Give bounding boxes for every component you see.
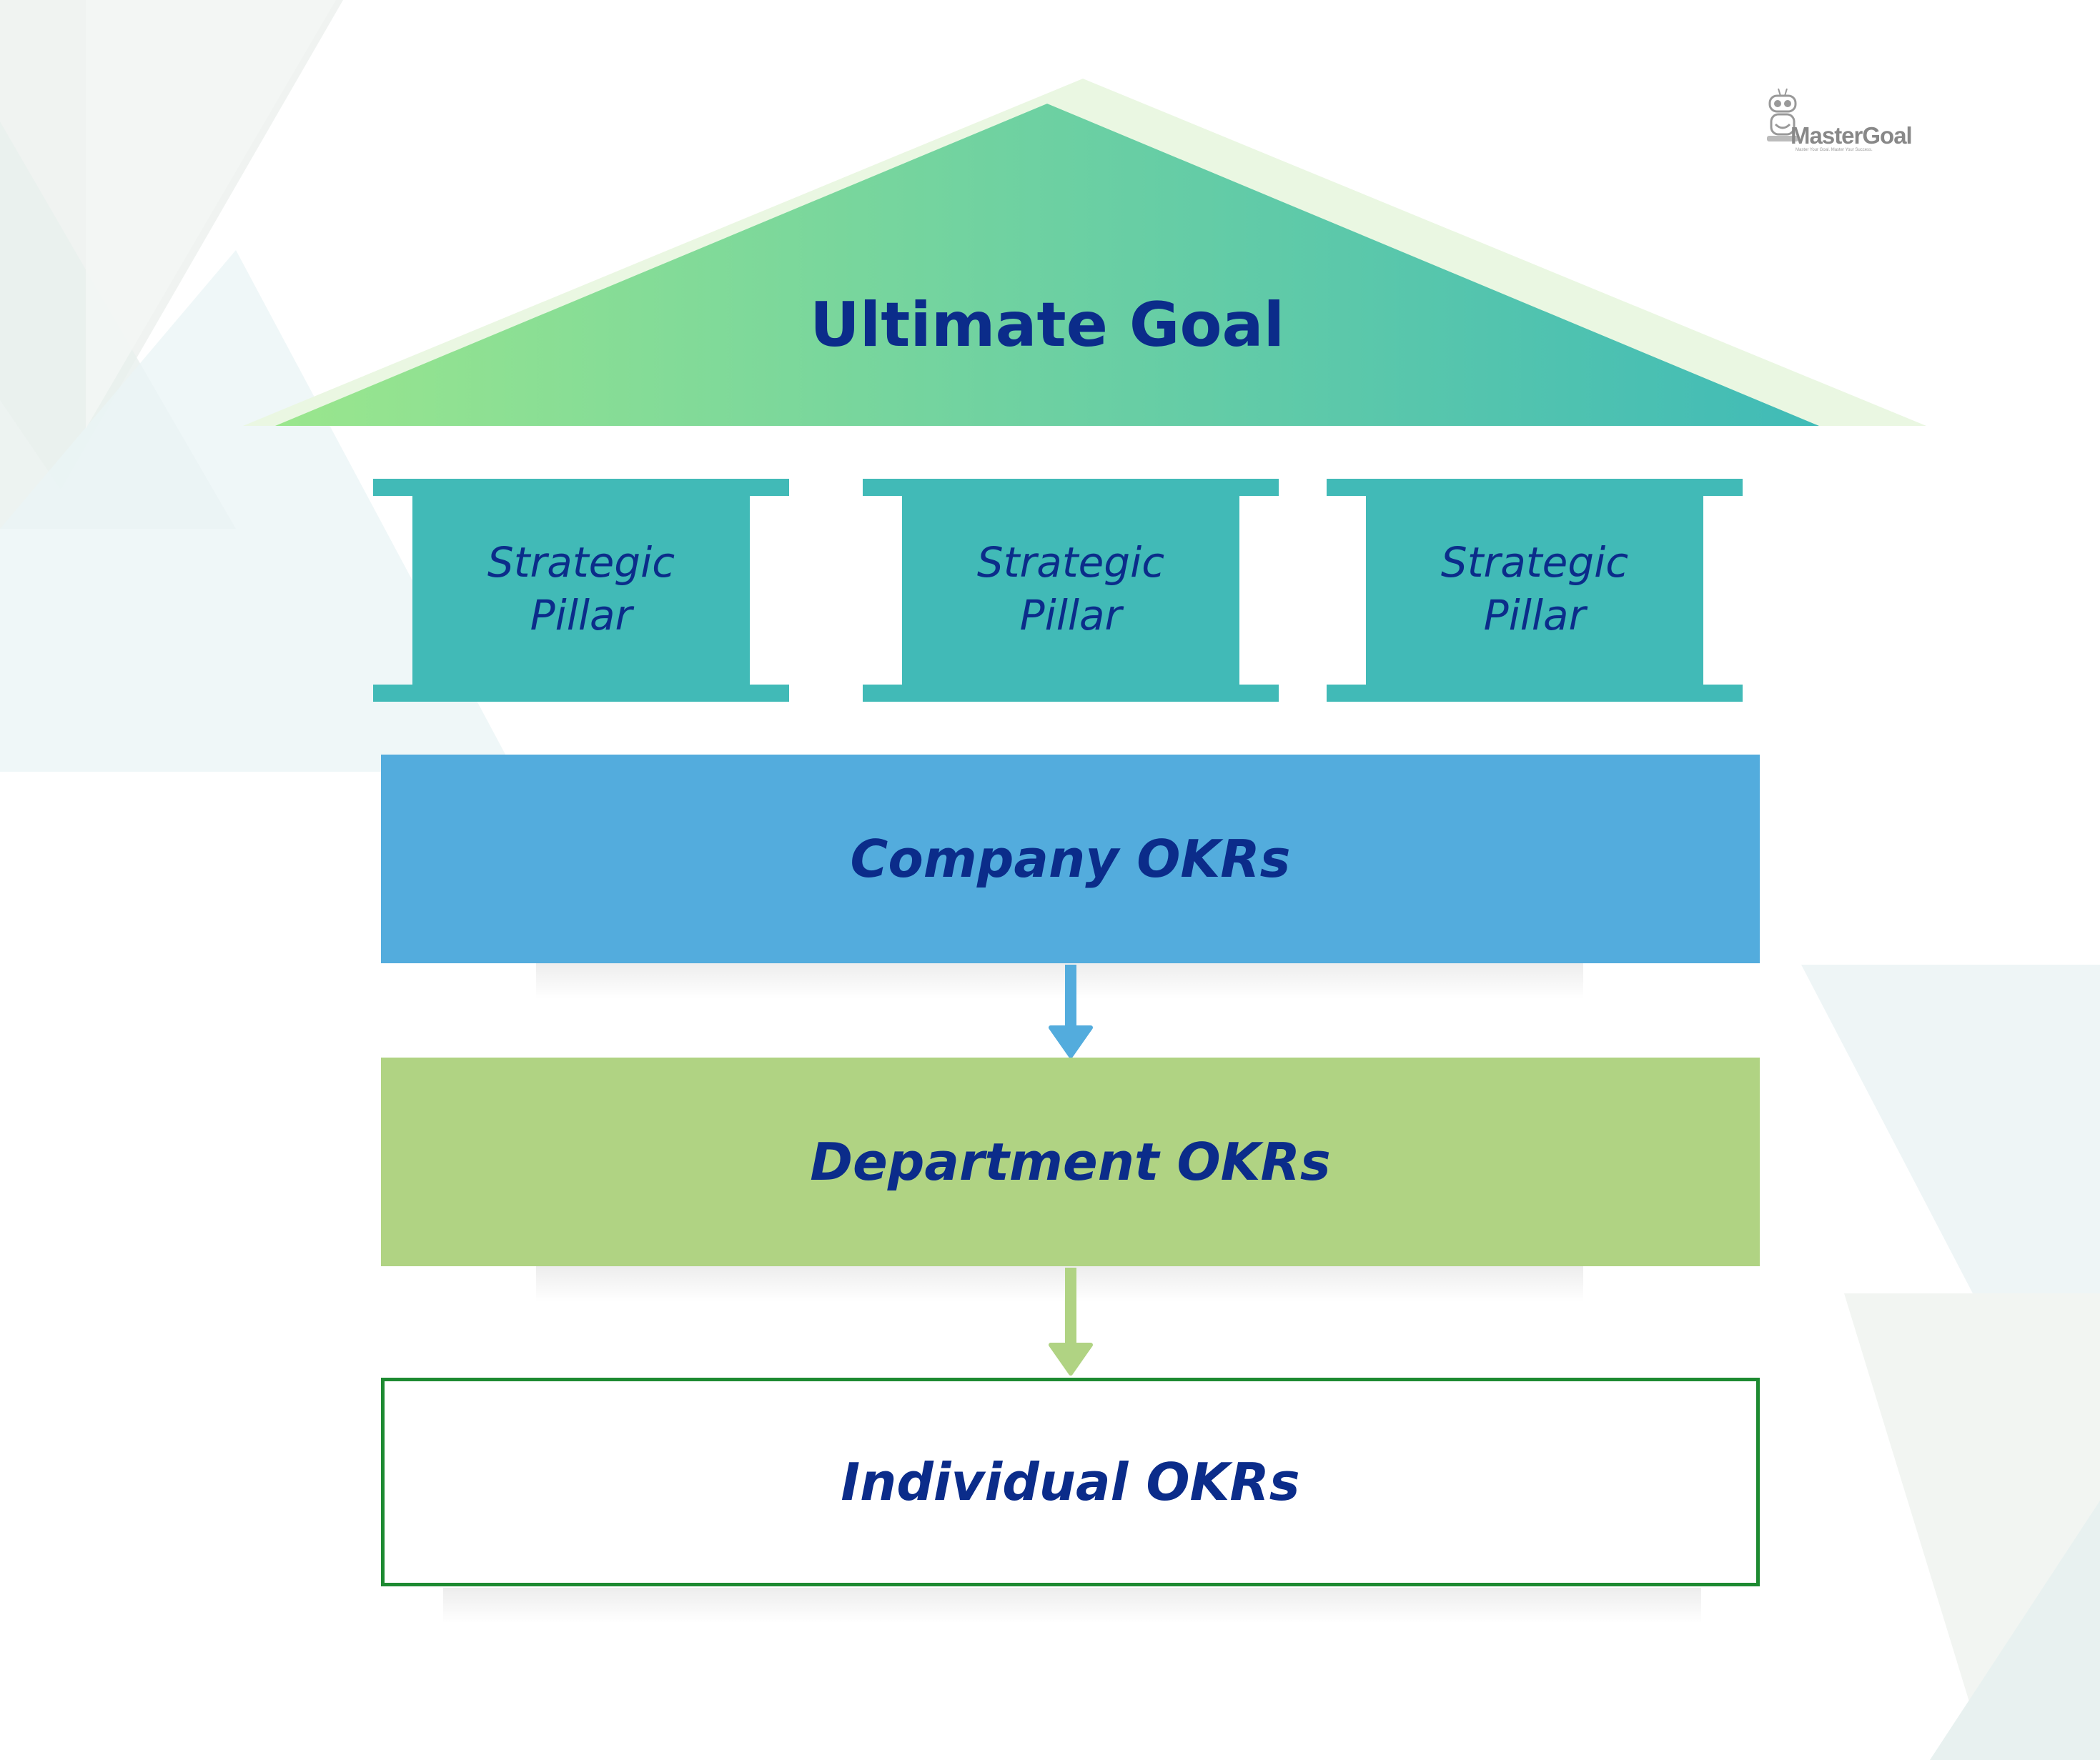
strategic-pillar-2: Strategic Pillar [863,479,1279,702]
logo-tagline: Master Your Goal. Master Your Success. [1796,148,1873,152]
company-band-shadow [536,963,1583,999]
department-band-shadow [536,1266,1583,1302]
pillar-label-line1: Strategic [1440,538,1629,587]
individual-band-shadow [443,1588,1701,1624]
logo-wordmark: MasterGoal [1791,122,1913,149]
roof-triangle [243,79,1926,426]
department-okrs-band: Department OKRs [381,1058,1760,1266]
company-okrs-band: Company OKRs [381,755,1760,963]
strategic-pillar-3: Strategic Pillar [1327,479,1743,702]
pillar-label-line2: Pillar [1019,591,1122,640]
mastergoal-logo [1761,87,1918,159]
individual-okrs-label: Individual OKRs [841,1452,1300,1512]
robot-icon [1767,88,1798,141]
pillar-label-line2: Pillar [1483,591,1586,640]
pillar-label-line2: Pillar [530,591,633,640]
company-okrs-label: Company OKRs [850,829,1291,889]
ultimate-goal-title: Ultimate Goal [809,289,1285,361]
pillar-label-line1: Strategic [487,538,675,587]
individual-okrs-band: Individual OKRs [381,1378,1760,1586]
department-okrs-label: Department OKRs [810,1132,1331,1192]
pillar-label-line1: Strategic [976,538,1165,587]
arrow-down-icon [1049,1268,1093,1376]
strategic-pillar-1: Strategic Pillar [373,479,789,702]
arrow-down-icon [1049,965,1093,1058]
